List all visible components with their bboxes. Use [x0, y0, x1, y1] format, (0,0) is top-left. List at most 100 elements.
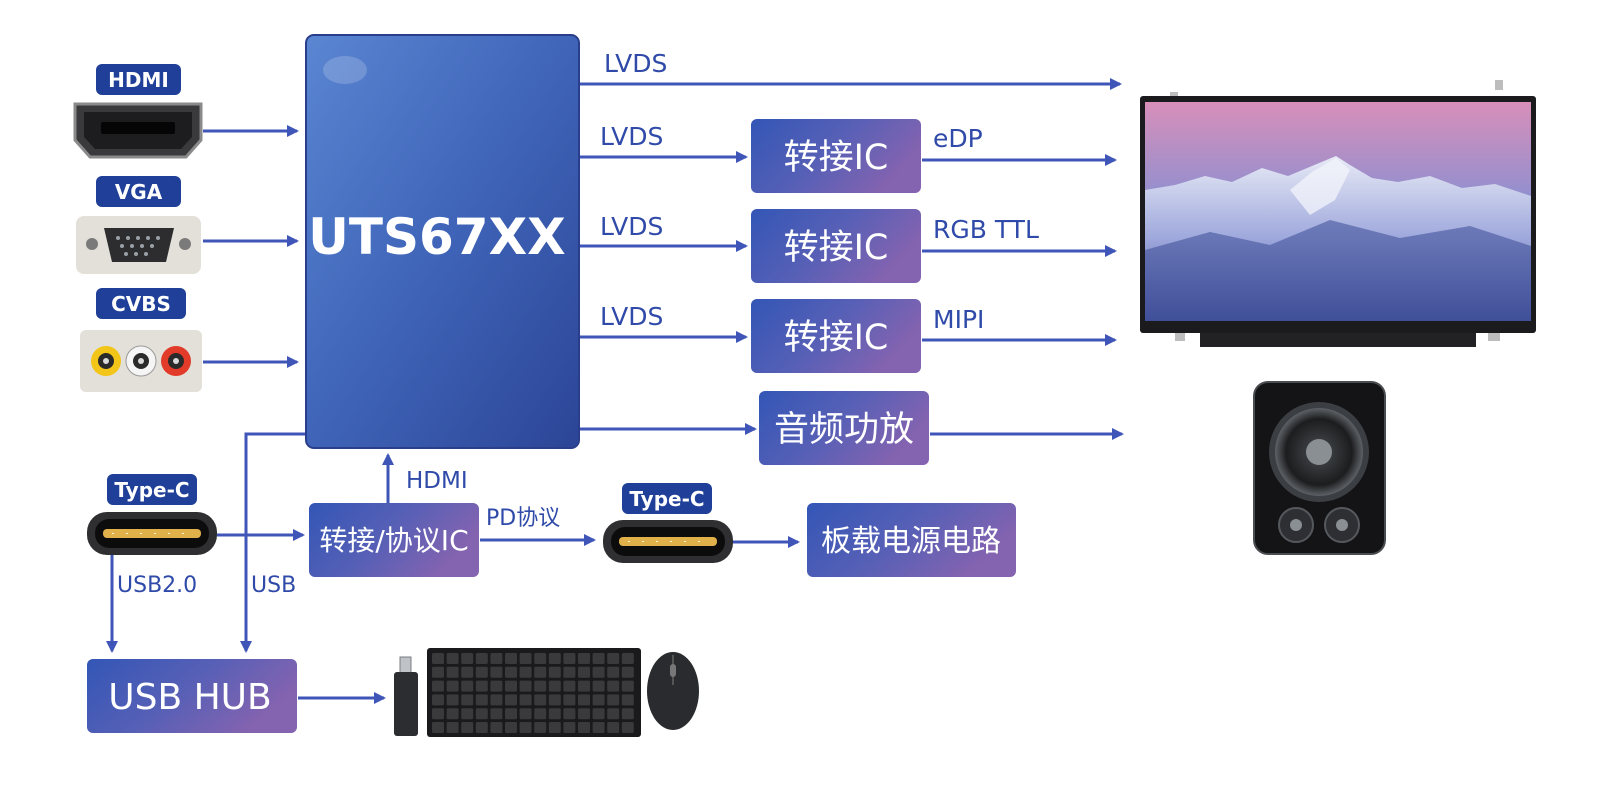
- keyboard-key: [461, 680, 474, 692]
- keyboard-key: [475, 708, 488, 720]
- keyboard-key: [461, 708, 474, 720]
- keyboard-key: [548, 694, 561, 706]
- label-rgb-ttl: RGB TTL: [933, 215, 1039, 244]
- keyboard-key: [563, 722, 576, 733]
- keyboard-key: [578, 694, 590, 706]
- keyboard-key: [621, 708, 634, 720]
- keyboard-key: [578, 653, 590, 664]
- keyboard-key: [534, 680, 547, 692]
- keyboard-key: [505, 653, 517, 664]
- keyboard-key: [592, 680, 605, 692]
- display-panel-icon: [1140, 80, 1536, 347]
- vga-port-icon: [76, 216, 201, 274]
- label-pd-protocol: PD协议: [486, 506, 560, 531]
- connection-arrows: [106, 78, 1124, 704]
- keyboard-key: [432, 708, 444, 720]
- keyboard-key: [505, 722, 517, 733]
- tag-vga-label: VGA: [115, 180, 163, 204]
- tag-cvbs: CVBS: [96, 288, 186, 319]
- keyboard-key: [548, 666, 561, 678]
- hdmi-port-icon: [73, 102, 203, 159]
- keyboard-key: [461, 653, 474, 664]
- keyboard-key: [607, 653, 620, 664]
- keyboard-key: [446, 722, 459, 733]
- keyboard-key: [607, 722, 620, 733]
- bridge-ic-3: 转接IC: [751, 299, 921, 373]
- keyboard-key: [432, 666, 444, 678]
- main-chip-label: UTS67XX: [308, 208, 565, 266]
- protocol-ic-block: 转接/协议IC: [309, 503, 479, 577]
- keyboard-icon: [427, 648, 641, 737]
- label-usb20: USB2.0: [117, 573, 197, 598]
- keyboard-key: [621, 680, 634, 692]
- label-edp: eDP: [933, 124, 983, 153]
- typec-port-in-icon: [87, 512, 217, 555]
- keyboard-key: [475, 722, 488, 733]
- label-lvds-bridge1: LVDS: [600, 122, 663, 151]
- tag-vga: VGA: [96, 176, 181, 207]
- keyboard-key: [519, 666, 532, 678]
- keyboard-key: [490, 694, 503, 706]
- label-lvds-direct: LVDS: [604, 49, 667, 78]
- keyboard-key: [432, 694, 444, 706]
- keyboard-key: [607, 666, 620, 678]
- tag-hdmi-label: HDMI: [108, 68, 169, 92]
- keyboard-key: [490, 722, 503, 733]
- keyboard-key: [563, 694, 576, 706]
- mouse-icon: [647, 652, 699, 730]
- power-circuit-block: 板载电源电路: [807, 503, 1016, 577]
- keyboard-key: [461, 666, 474, 678]
- cvbs-rca-icon: [80, 330, 202, 392]
- keyboard-key: [534, 666, 547, 678]
- bridge-ic-2: 转接IC: [751, 209, 921, 283]
- keyboard-key: [563, 653, 576, 664]
- keyboard-key: [519, 653, 532, 664]
- usb-dongle-icon: [394, 656, 418, 736]
- keyboard-key: [563, 680, 576, 692]
- keyboard-key: [446, 653, 459, 664]
- keyboard-key: [490, 708, 503, 720]
- keyboard-key: [621, 694, 634, 706]
- bridge-ic-1: 转接IC: [751, 119, 921, 193]
- bridge-ic-1-label: 转接IC: [784, 138, 889, 178]
- keyboard-key: [519, 708, 532, 720]
- keyboard-key: [534, 694, 547, 706]
- keyboard-key: [446, 666, 459, 678]
- bridge-ic-2-label: 转接IC: [784, 228, 889, 268]
- keyboard-key: [548, 722, 561, 733]
- speaker-icon: [1253, 381, 1386, 555]
- keyboard-key: [446, 708, 459, 720]
- keyboard-key: [475, 666, 488, 678]
- tag-typec-in: Type-C: [107, 474, 197, 505]
- keyboard-key: [607, 694, 620, 706]
- keyboard-key: [432, 722, 444, 733]
- keyboard-key: [534, 708, 547, 720]
- keyboard-key: [563, 708, 576, 720]
- keyboard-key: [490, 666, 503, 678]
- tag-cvbs-label: CVBS: [111, 292, 171, 316]
- power-circuit-label: 板载电源电路: [821, 524, 1001, 559]
- keyboard-key: [432, 653, 444, 664]
- keyboard-key: [578, 680, 590, 692]
- keyboard-key: [607, 708, 620, 720]
- keyboard-key: [519, 694, 532, 706]
- usb-hub-block: USB HUB: [87, 659, 297, 733]
- keyboard-key: [461, 722, 474, 733]
- keyboard-key: [592, 722, 605, 733]
- keyboard-key: [592, 708, 605, 720]
- label-usb: USB: [251, 573, 296, 598]
- keyboard-key: [592, 653, 605, 664]
- keyboard-key: [578, 666, 590, 678]
- keyboard-key: [505, 694, 517, 706]
- keyboard-key: [621, 722, 634, 733]
- keyboard-key: [461, 694, 474, 706]
- protocol-ic-label: 转接/协议IC: [319, 524, 468, 557]
- keyboard-key: [548, 708, 561, 720]
- keyboard-key: [432, 680, 444, 692]
- keyboard-key: [592, 694, 605, 706]
- keyboard-key: [621, 666, 634, 678]
- bridge-ic-3-label: 转接IC: [784, 318, 889, 358]
- tag-typec-out-label: Type-C: [629, 487, 704, 511]
- typec-port-out-icon: [603, 520, 733, 563]
